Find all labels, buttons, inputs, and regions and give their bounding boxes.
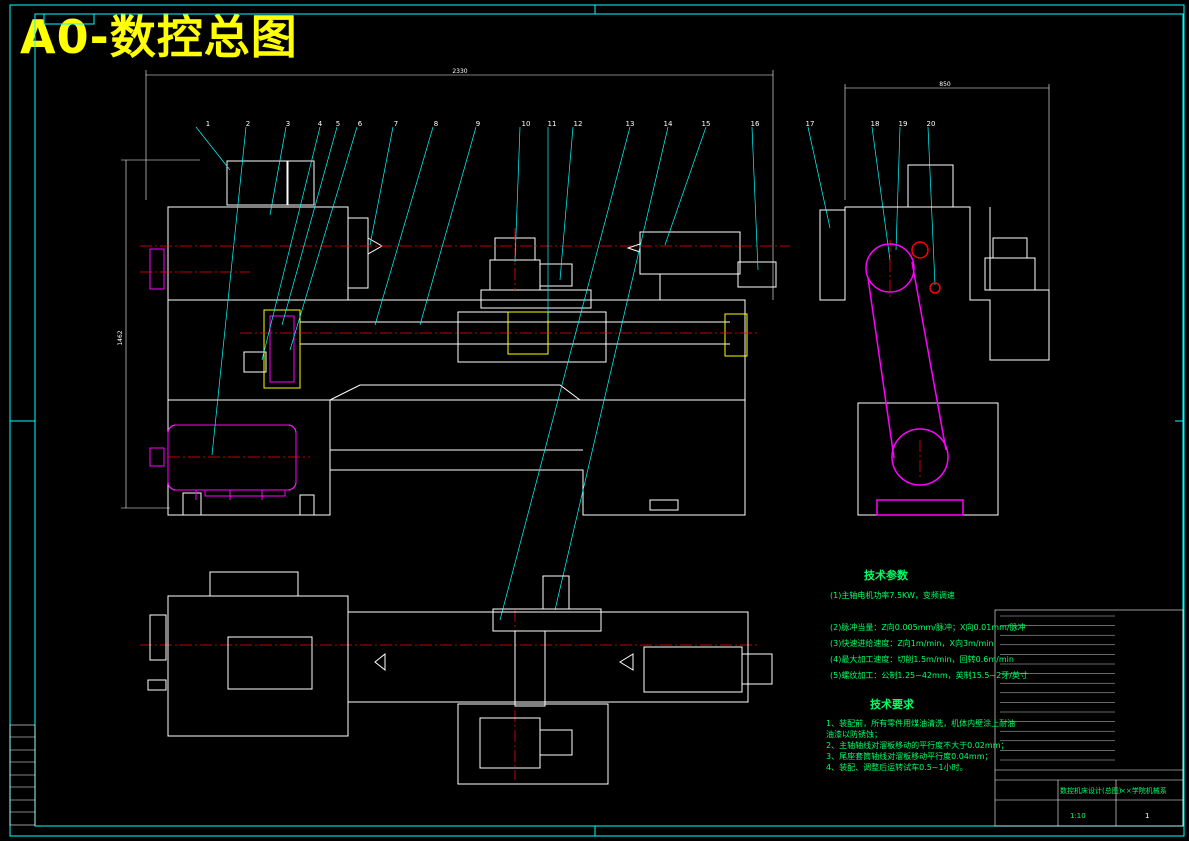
callout-15: 15 bbox=[702, 120, 711, 128]
tech-param-line: (1)主轴电机功率7.5KW，变频调速 bbox=[830, 591, 955, 600]
callout-10: 10 bbox=[522, 120, 531, 128]
tech-param-line: (5)螺纹加工：公制1.25~42mm，英制15.5~2牙/英寸 bbox=[830, 671, 1028, 680]
tech-req-line: 4、装配、调整后运转试车0.5~1小时。 bbox=[826, 763, 968, 772]
callout-8: 8 bbox=[434, 120, 438, 128]
left-strip bbox=[9, 724, 36, 826]
callout-leaders bbox=[195, 126, 936, 621]
drawing-title: A0-数控总图 bbox=[20, 10, 298, 64]
callout-1: 1 bbox=[206, 120, 210, 128]
tb-name: 数控机床设计(总图) bbox=[1060, 786, 1122, 795]
tb-scale: 1:10 bbox=[1070, 812, 1086, 820]
callout-7: 7 bbox=[394, 120, 398, 128]
center-lines bbox=[140, 228, 921, 780]
callout-numbers: 1 2 3 4 5 6 7 8 9 10 11 12 13 14 15 16 1… bbox=[206, 120, 936, 128]
sheet-frame bbox=[9, 4, 1185, 837]
callout-2: 2 bbox=[246, 120, 250, 128]
callout-9: 9 bbox=[476, 120, 480, 128]
dim-side-width: 850 bbox=[939, 81, 951, 88]
tech-param-line: (4)最大加工速度：切削1.5m/min，回转0.6m/min bbox=[830, 655, 1014, 664]
dimension-lines bbox=[121, 70, 1050, 509]
dimension-values: 2330 850 1462 bbox=[117, 68, 951, 346]
callout-12: 12 bbox=[574, 120, 583, 128]
tech-req-line: 2、主轴轴线对溜板移动的平行度不大于0.02mm； bbox=[826, 741, 1009, 750]
tech-req-line: 1、装配前，所有零件用煤油清洗，机体内壁涂上耐油 bbox=[826, 719, 1016, 728]
tech-req-line: 3、尾座套筒轴线对溜板移动平行度0.04mm； bbox=[826, 752, 993, 761]
tech-reqs-heading: 技术要求 bbox=[870, 698, 914, 711]
top-view bbox=[147, 571, 773, 785]
callout-11: 11 bbox=[548, 120, 557, 128]
callout-13: 13 bbox=[626, 120, 635, 128]
title-block-text: 数控机床设计(总图) ××学院机械系 1:10 1 bbox=[1060, 786, 1167, 820]
tb-school: ××学院机械系 bbox=[1120, 786, 1167, 795]
dim-front-height: 1462 bbox=[117, 330, 124, 345]
side-view-belt bbox=[865, 241, 964, 516]
front-view-details bbox=[149, 248, 748, 500]
callout-5: 5 bbox=[336, 120, 340, 128]
title-block bbox=[994, 609, 1184, 827]
callout-16: 16 bbox=[751, 120, 760, 128]
callout-18: 18 bbox=[871, 120, 880, 128]
tech-req-line: 油漆以防锈蚀； bbox=[826, 730, 882, 739]
callout-3: 3 bbox=[286, 120, 290, 128]
callout-14: 14 bbox=[664, 120, 673, 128]
callout-4: 4 bbox=[318, 120, 323, 128]
tb-sheet: 1 bbox=[1145, 812, 1149, 820]
callout-20: 20 bbox=[927, 120, 936, 128]
tech-params-heading: 技术参数 bbox=[864, 569, 908, 582]
dim-front-width: 2330 bbox=[452, 68, 467, 75]
callout-19: 19 bbox=[899, 120, 908, 128]
tech-param-line: (2)脉冲当量：Z向0.005mm/脉冲；X向0.01mm/脉冲 bbox=[830, 623, 1026, 632]
callout-6: 6 bbox=[358, 120, 363, 128]
tech-param-line: (3)快速进给速度：Z向1m/min，X向3m/min bbox=[830, 639, 994, 648]
callout-17: 17 bbox=[806, 120, 815, 128]
title-block-rows bbox=[1000, 615, 1115, 761]
side-view bbox=[819, 164, 1050, 516]
front-view bbox=[167, 160, 777, 516]
